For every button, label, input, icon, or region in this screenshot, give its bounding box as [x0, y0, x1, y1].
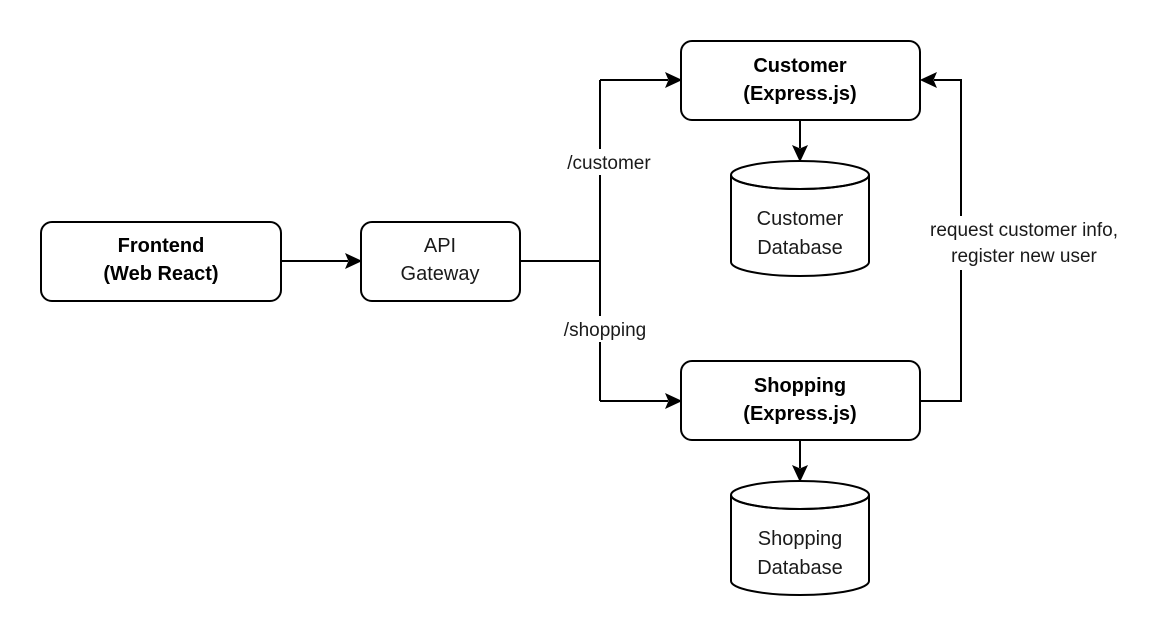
- node-customer-title: Customer: [753, 55, 847, 77]
- node-frontend-title: Frontend: [118, 235, 205, 257]
- edge-shopping-to-db: [791, 440, 809, 483]
- node-api-gateway: API Gateway: [360, 221, 521, 302]
- edge-gateway-to-shopping: [600, 392, 683, 410]
- node-shopping-title: Shopping: [754, 375, 846, 397]
- node-customer-db-line2: Database: [757, 237, 843, 259]
- node-customer-subtitle: (Express.js): [743, 83, 856, 105]
- edge-label-register-user: register new user: [951, 246, 1097, 267]
- edge-gateway-to-customer: [600, 71, 683, 89]
- edge-label-shopping: /shopping: [564, 320, 646, 341]
- node-frontend-subtitle: (Web React): [103, 263, 218, 285]
- node-customer-db-line1: Customer: [757, 208, 844, 230]
- node-shopping-db-line1: Shopping: [758, 528, 843, 550]
- node-shopping-subtitle: (Express.js): [743, 403, 856, 425]
- edge-label-customer: /customer: [567, 153, 651, 174]
- edge-gateway-trunk: [520, 80, 601, 401]
- edge-label-request-info: request customer info,: [930, 220, 1118, 241]
- edge-customer-to-db: [791, 120, 809, 163]
- node-shopping-service: Shopping (Express.js): [680, 360, 921, 441]
- node-customer-database: Customer Database: [730, 160, 870, 277]
- node-api-gateway-line1: API: [424, 235, 456, 257]
- node-shopping-database: Shopping Database: [730, 480, 870, 596]
- node-frontend: Frontend (Web React): [40, 221, 282, 302]
- node-api-gateway-line2: Gateway: [401, 263, 480, 285]
- node-shopping-db-line2: Database: [757, 557, 843, 579]
- node-customer-service: Customer (Express.js): [680, 40, 921, 121]
- edge-frontend-to-gateway: [281, 252, 363, 270]
